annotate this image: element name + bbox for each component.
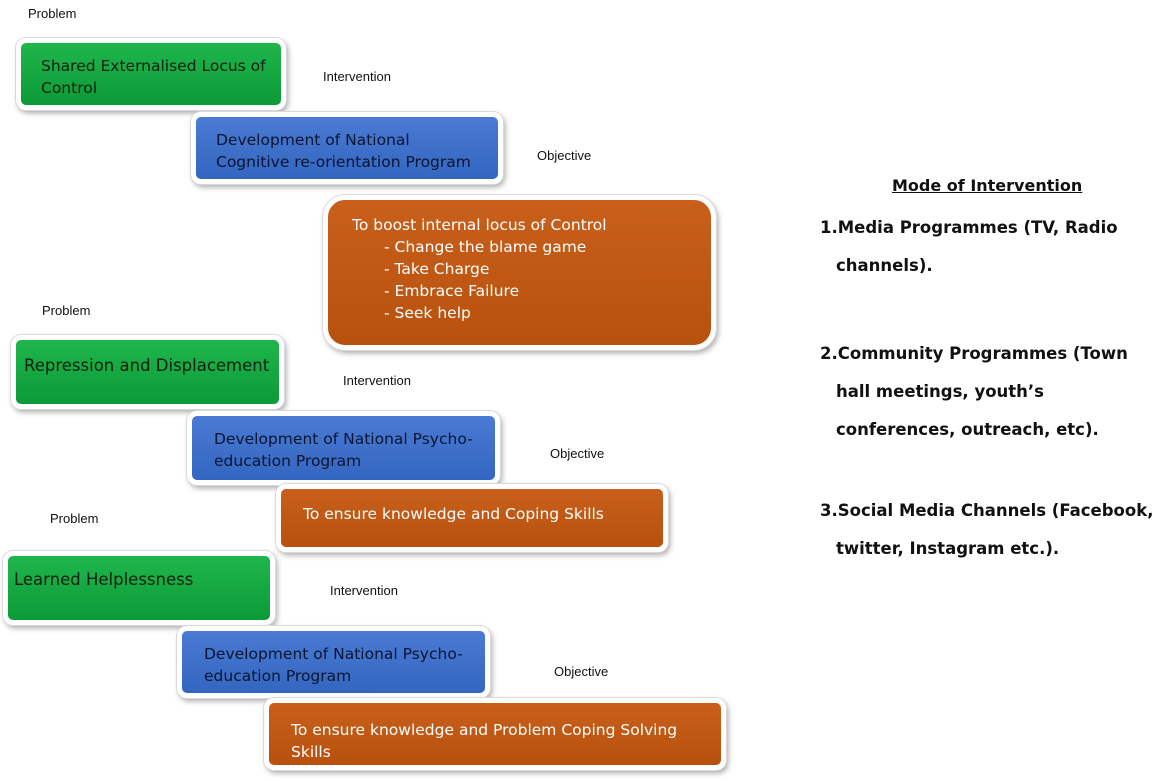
objective-title-3: To ensure knowledge and Problem Coping S… [291,721,678,761]
objective-item: - Embrace Failure [384,282,520,300]
problem-box-3: Learned Helplessness [3,551,275,625]
problem-box-1: Shared Externalised Locus of Control [16,38,286,110]
mode-item: 3.Social Media Channels (Facebook, twitt… [820,492,1155,568]
problem-label-2: Problem [42,303,91,318]
intervention-label-3: Intervention [330,583,398,598]
objective-box-3: To ensure knowledge and Problem Coping S… [264,698,726,770]
intervention-box-3: Development of National Psycho-education… [177,626,490,698]
intervention-text-1: Development of National Cognitive re-ori… [216,131,471,171]
problem-text-3: Learned Helplessness [14,570,194,589]
objective-box-2: To ensure knowledge and Coping Skills [276,484,668,552]
objective-item: - Change the blame game [384,238,587,256]
mode-item: 1.Media Programmes (TV, Radio channels). [820,209,1155,285]
mode-item-line: conferences, outreach, etc). [836,420,1099,439]
mode-item-line: 2.Community Programmes (Town [820,344,1128,363]
objective-label-1: Objective [537,148,592,163]
objective-box-1: To boost internal locus of Control - Cha… [323,195,716,350]
objective-title-1: To boost internal locus of Control [352,216,607,234]
objective-item: - Seek help [384,304,471,322]
objective-item: - Take Charge [384,260,490,278]
objective-label-2: Objective [550,446,605,461]
mode-title: Mode of Intervention [892,176,1083,195]
problem-text-1: Shared Externalised Locus of Control [41,57,266,97]
intervention-text-3: Development of National Psycho-education… [204,645,463,685]
mode-item-line: channels). [836,256,933,275]
mode-item: 2.Community Programmes (Town hall meetin… [820,335,1155,449]
intervention-box-1: Development of National Cognitive re-ori… [191,112,503,184]
intervention-label-1: Intervention [323,69,391,84]
mode-item-line: 3.Social Media Channels (Facebook, [820,501,1154,520]
mode-of-intervention-panel: Mode of Intervention 1.Media Programmes … [820,176,1155,568]
intervention-text-2: Development of National Psycho-education… [214,430,473,470]
problem-label-1: Problem [28,6,77,21]
problem-label-3: Problem [50,511,99,526]
intervention-box-2: Development of National Psycho-education… [187,411,500,485]
problem-text-2: Repression and Displacement [24,356,270,375]
objective-title-2: To ensure knowledge and Coping Skills [303,505,604,523]
mode-item-line: twitter, Instagram etc.). [836,539,1060,558]
problem-box-2: Repression and Displacement [11,335,284,409]
objective-label-3: Objective [554,664,609,679]
mode-item-line: hall meetings, youth’s [836,382,1045,401]
intervention-label-2: Intervention [343,373,411,388]
mode-item-line: 1.Media Programmes (TV, Radio [820,218,1118,237]
